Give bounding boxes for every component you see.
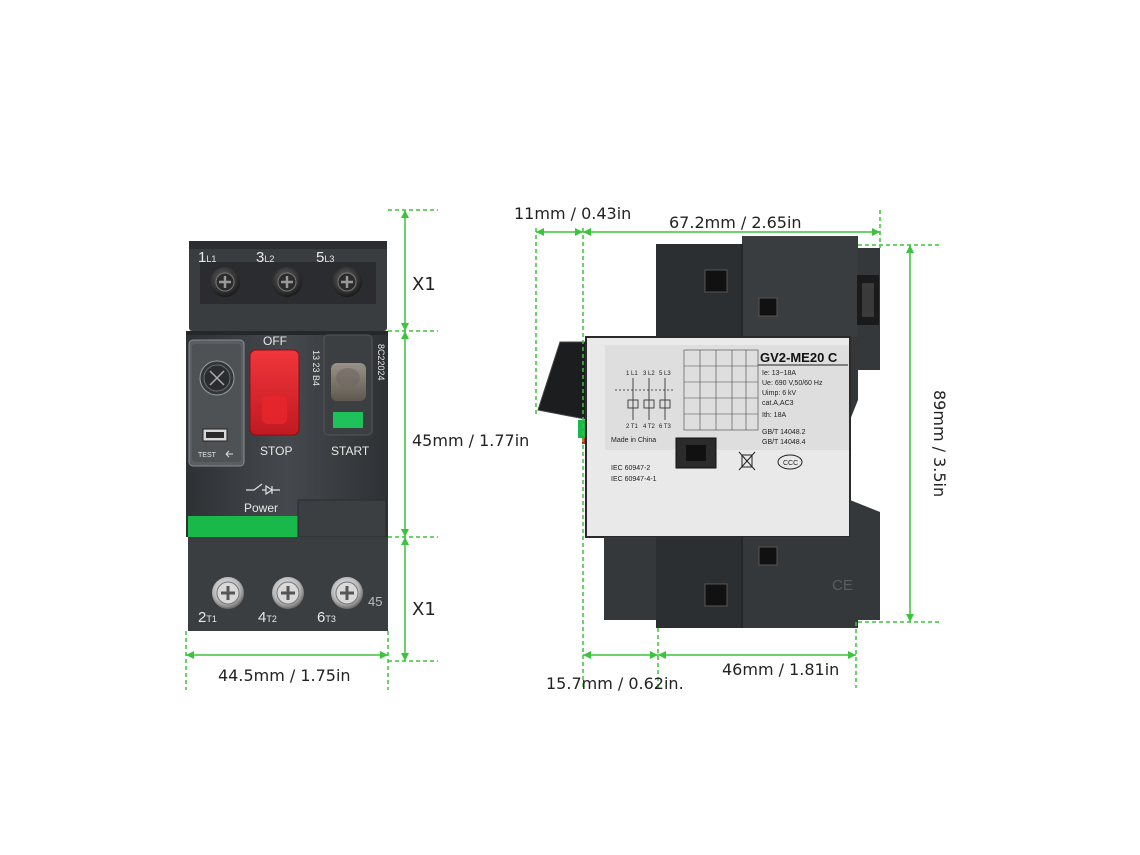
terminal-label-6: 6T3: [317, 609, 336, 626]
circuit-top-2: 3 L2: [643, 371, 655, 377]
weee-bin-icon: [738, 451, 756, 471]
dim-front-top: X1: [412, 274, 436, 295]
dim-side-height: 89mm / 3.5in: [930, 390, 949, 497]
spec-line: Ith: 18A: [762, 412, 786, 419]
screw-icon: [331, 577, 363, 609]
screw-icon: [272, 577, 304, 609]
spec-line: Ie: 13~18A: [762, 370, 796, 377]
test-label: TEST: [198, 452, 217, 459]
start-indicator: [333, 412, 363, 428]
standard-left-2: IEC 60947-4-1: [611, 476, 657, 483]
side-handle: [537, 341, 591, 421]
terminal-label-4: 4T2: [258, 609, 277, 626]
side-code-1: 13 23 B4: [311, 350, 321, 386]
ce-mark: CE: [832, 577, 853, 594]
stray-mark: 45: [368, 594, 382, 609]
green-strip: [188, 516, 298, 537]
circuit-top-3: 5 L3: [659, 371, 671, 377]
side-code-2: 8C22024: [376, 344, 386, 381]
terminal-label-3: 3L2: [256, 249, 274, 266]
front-view: 1L1 3L2 5L3: [186, 241, 388, 631]
terminal-label-2: 2T1: [198, 609, 217, 626]
spec-lines: Ie: 13~18A Ue: 690 V,50/60 Hz Uimp: 6 kV…: [762, 370, 823, 419]
side-view: GV2-ME20 C 1 L1 3 L2 5 L3 2 T1: [537, 236, 880, 628]
model-label: GV2-ME20 C: [760, 350, 838, 365]
dial-icon: [199, 360, 235, 396]
screw-icon: [272, 267, 302, 297]
dim-side-bottom-left: 15.7mm / 0.62in.: [546, 674, 684, 693]
top-screws: [210, 267, 362, 297]
standard-right-2: GB/T 14048.4: [762, 439, 806, 446]
start-label: START: [331, 444, 370, 458]
circuit-schematic-icon: [615, 378, 675, 420]
dim-front-width: 44.5mm / 1.75in: [218, 666, 351, 685]
dim-side-bottom-right: 46mm / 1.81in: [722, 660, 839, 679]
off-label: OFF: [263, 334, 287, 348]
terminal-label-5: 5L3: [316, 249, 334, 266]
side-slot-icon: [758, 546, 778, 566]
side-dimensions: [535, 210, 940, 688]
dim-side-handle: 11mm / 0.43in: [514, 204, 631, 223]
screw-icon: [212, 577, 244, 609]
dim-side-depth: 67.2mm / 2.65in: [669, 213, 802, 232]
bottom-screws: [212, 577, 363, 609]
dim-front-bottom: X1: [412, 599, 436, 620]
terminal-label-1: 1L1: [198, 249, 216, 266]
circuit-bottom-2: 4 T2: [643, 424, 656, 430]
screw-icon: [332, 267, 362, 297]
front-dimensions: [185, 209, 438, 690]
bottom-terminal-labels: 2T1 4T2 6T3: [198, 609, 336, 626]
standard-left-1: IEC 60947-2: [611, 465, 650, 472]
circuit-bottom-3: 6 T3: [659, 424, 672, 430]
spec-line: Uimp: 6 kV: [762, 390, 797, 397]
side-slot-icon: [704, 583, 728, 607]
top-terminal-labels: 1L1 3L2 5L3: [198, 249, 334, 266]
standard-right-1: GB/T 14048.2: [762, 429, 806, 436]
circuit-top-1: 1 L1: [626, 371, 638, 377]
side-slot-icon: [758, 297, 778, 317]
power-symbol-icon: [246, 483, 280, 496]
spec-line: cat.A,AC3: [762, 400, 794, 407]
svg-text:CCC: CCC: [783, 460, 798, 467]
stop-label: STOP: [260, 444, 292, 458]
dim-front-middle: 45mm / 1.77in: [412, 431, 529, 450]
side-slot-icon: [704, 269, 728, 293]
spec-line: Ue: 690 V,50/60 Hz: [762, 380, 823, 387]
ccc-mark-icon: CCC: [777, 454, 803, 470]
screw-icon: [210, 267, 240, 297]
spec-table: [683, 349, 759, 431]
circuit-bottom-1: 2 T1: [626, 424, 639, 430]
power-label: Power: [244, 501, 278, 515]
made-in-label: Made in China: [611, 437, 656, 444]
